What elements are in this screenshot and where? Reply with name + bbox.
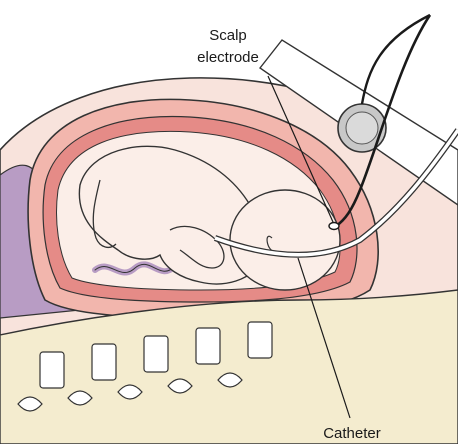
vertebra (248, 322, 272, 358)
catheter-label: Catheter (323, 425, 381, 442)
scalp-electrode-marker (329, 223, 339, 230)
scalp-electrode-label-line2: electrode (197, 49, 259, 66)
scalp-electrode-label-line1: Scalp (209, 27, 247, 44)
vertebra (40, 352, 64, 388)
vertebra (92, 344, 116, 380)
vertebra (144, 336, 168, 372)
fetus-head (230, 190, 340, 290)
vertebra (196, 328, 220, 364)
